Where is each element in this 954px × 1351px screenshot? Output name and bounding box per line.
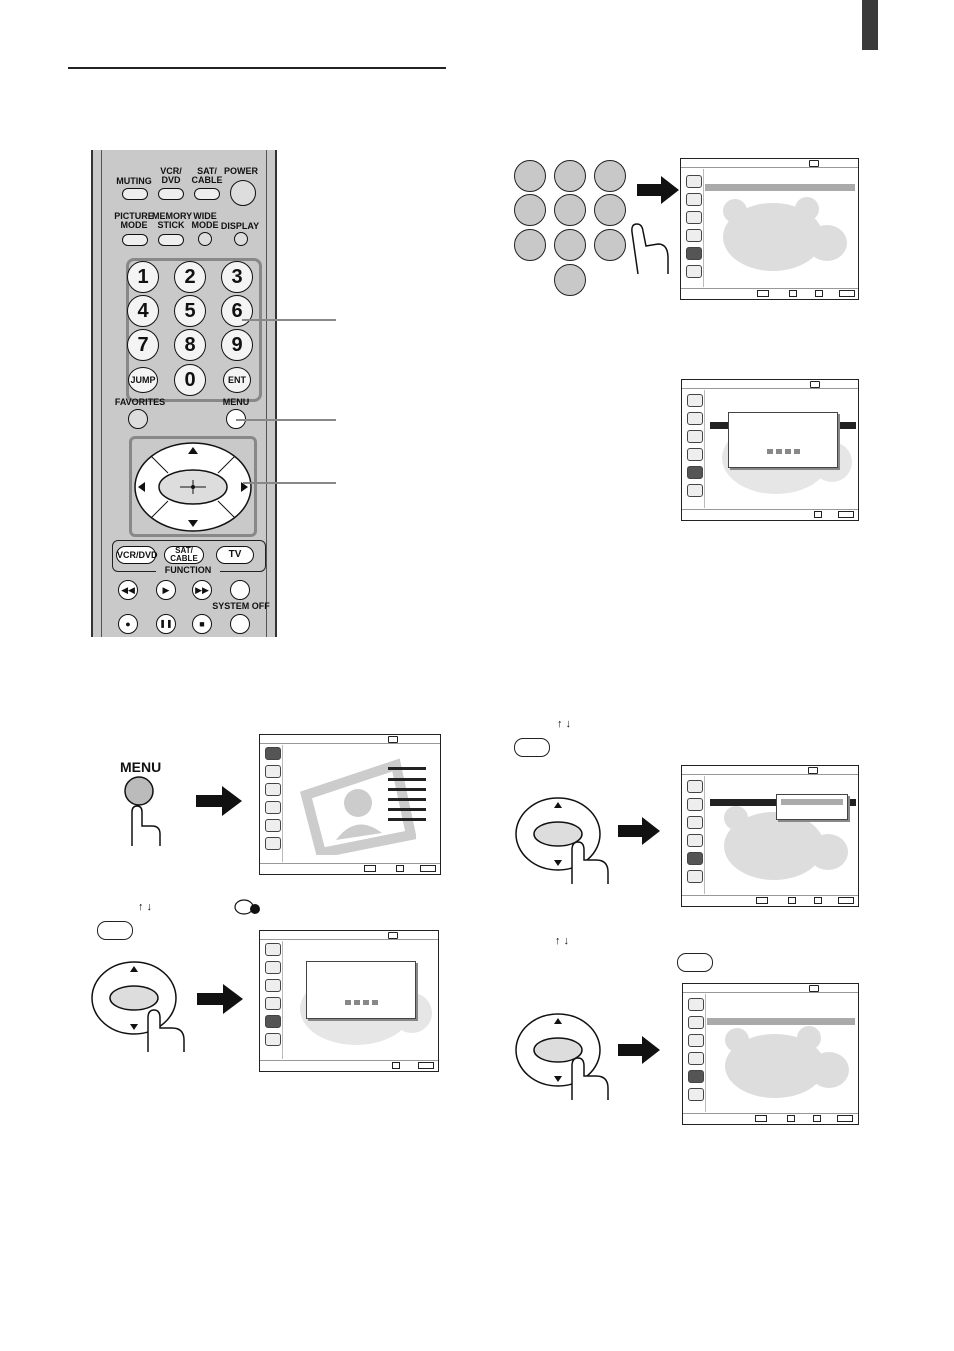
tv-screen-icon bbox=[680, 158, 859, 300]
password-popup bbox=[306, 961, 416, 1019]
favorites-button[interactable] bbox=[128, 409, 148, 429]
stop-button[interactable]: ■ bbox=[192, 614, 212, 634]
updown-arrows-2: ↑ ↓ bbox=[557, 718, 572, 730]
power-label: POWER bbox=[223, 166, 258, 176]
right-arrow-icon bbox=[637, 176, 679, 204]
heading-rule bbox=[68, 67, 446, 69]
number-3-button[interactable]: 3 bbox=[221, 261, 253, 293]
number-7-button[interactable]: 7 bbox=[127, 329, 159, 361]
select-button-icon-2 bbox=[514, 738, 550, 757]
tv-screen-icon bbox=[681, 765, 859, 907]
updown-arrows-1: ↑ ↓ bbox=[138, 901, 153, 913]
number-key bbox=[594, 194, 626, 226]
right-arrow-icon bbox=[618, 817, 660, 845]
sat-cable-button[interactable] bbox=[194, 188, 220, 200]
joystick-callout-line bbox=[243, 482, 336, 484]
pause-button[interactable]: ❚❚ bbox=[156, 614, 176, 634]
joystick-icon bbox=[515, 1013, 609, 1100]
wide-mode-label: WIDE MODE bbox=[191, 211, 219, 230]
sat-cable-label: SAT/ CABLE bbox=[191, 166, 223, 185]
jump-button[interactable]: JUMP bbox=[128, 367, 158, 393]
menu-label: MENU bbox=[222, 397, 250, 407]
section-tab-marker bbox=[862, 0, 878, 50]
numpad-callout-line bbox=[242, 319, 336, 321]
number-key bbox=[514, 229, 546, 261]
function-label: FUNCTION bbox=[156, 566, 220, 575]
hand-press-icon bbox=[631, 223, 669, 275]
fast-forward-button[interactable]: ▶▶ bbox=[192, 580, 212, 600]
tv-screen-icon bbox=[681, 379, 859, 521]
tv-screen-icon bbox=[259, 930, 439, 1072]
number-key bbox=[554, 194, 586, 226]
number-5-button[interactable]: 5 bbox=[174, 295, 206, 327]
select-button-icon-1 bbox=[97, 921, 133, 940]
picture-mode-label: PICTURE MODE bbox=[114, 211, 154, 230]
remote-body: MUTING VCR/ DVD SAT/ CABLE POWER PICTURE… bbox=[101, 150, 270, 637]
dpad-frame bbox=[129, 436, 257, 537]
record-button[interactable]: ● bbox=[118, 614, 138, 634]
submenu-popup bbox=[776, 794, 848, 820]
muting-button[interactable] bbox=[122, 188, 148, 200]
menu-callout-line bbox=[236, 419, 336, 421]
number-key bbox=[554, 264, 586, 296]
vcr-dvd-function-button[interactable]: VCR/DVD bbox=[116, 546, 158, 564]
number-key bbox=[594, 160, 626, 192]
number-key bbox=[594, 229, 626, 261]
joystick-icon bbox=[515, 797, 609, 884]
ent-button[interactable]: ENT bbox=[223, 367, 251, 393]
picture-mode-button[interactable] bbox=[122, 234, 148, 246]
number-0-button[interactable]: 0 bbox=[174, 364, 206, 396]
favorites-label: FAVORITES bbox=[114, 397, 166, 407]
system-off-button[interactable] bbox=[230, 614, 250, 634]
number-2-button[interactable]: 2 bbox=[174, 261, 206, 293]
muting-label: MUTING bbox=[116, 176, 152, 186]
step-menu-label: MENU bbox=[120, 759, 162, 775]
memory-stick-label: MEMORY STICK bbox=[152, 211, 193, 230]
power-button[interactable] bbox=[230, 180, 256, 206]
teddy-bear-icon bbox=[234, 899, 260, 915]
number-4-button[interactable]: 4 bbox=[127, 295, 159, 327]
select-button-icon-3 bbox=[677, 953, 713, 972]
sat-cable-function-button[interactable]: SAT/ CABLE bbox=[164, 546, 204, 564]
right-arrow-icon bbox=[197, 984, 243, 1014]
wide-mode-button[interactable] bbox=[198, 232, 212, 246]
vcr-dvd-button[interactable] bbox=[158, 188, 184, 200]
number-8-button[interactable]: 8 bbox=[174, 329, 206, 361]
display-label: DISPLAY bbox=[220, 221, 260, 231]
numpad-frame bbox=[126, 258, 262, 402]
joystick-icon[interactable] bbox=[132, 439, 254, 535]
number-9-button[interactable]: 9 bbox=[221, 329, 253, 361]
number-6-button[interactable]: 6 bbox=[221, 295, 253, 327]
number-key bbox=[514, 194, 546, 226]
display-button[interactable] bbox=[234, 232, 248, 246]
number-key bbox=[554, 160, 586, 192]
play-button[interactable]: ▶ bbox=[156, 580, 176, 600]
menu-button-icon bbox=[124, 776, 161, 846]
memory-stick-button[interactable] bbox=[158, 234, 184, 246]
vcr-dvd-label: VCR/ DVD bbox=[160, 166, 182, 185]
system-off-label: SYSTEM OFF bbox=[212, 601, 270, 611]
remote-control-illustration: MUTING VCR/ DVD SAT/ CABLE POWER PICTURE… bbox=[91, 150, 277, 637]
blank-round-button[interactable] bbox=[230, 580, 250, 600]
right-arrow-icon bbox=[618, 1036, 660, 1064]
updown-arrows-3: ↑ ↓ bbox=[555, 935, 570, 947]
joystick-icon bbox=[91, 961, 185, 1052]
number-key bbox=[554, 229, 586, 261]
rewind-button[interactable]: ◀◀ bbox=[118, 580, 138, 600]
tv-function-button[interactable]: TV bbox=[216, 546, 254, 564]
tv-screen-icon bbox=[682, 983, 859, 1125]
number-key bbox=[514, 160, 546, 192]
right-arrow-icon bbox=[196, 786, 242, 816]
password-popup bbox=[728, 412, 838, 468]
number-1-button[interactable]: 1 bbox=[127, 261, 159, 293]
tv-screen-icon bbox=[259, 734, 441, 875]
